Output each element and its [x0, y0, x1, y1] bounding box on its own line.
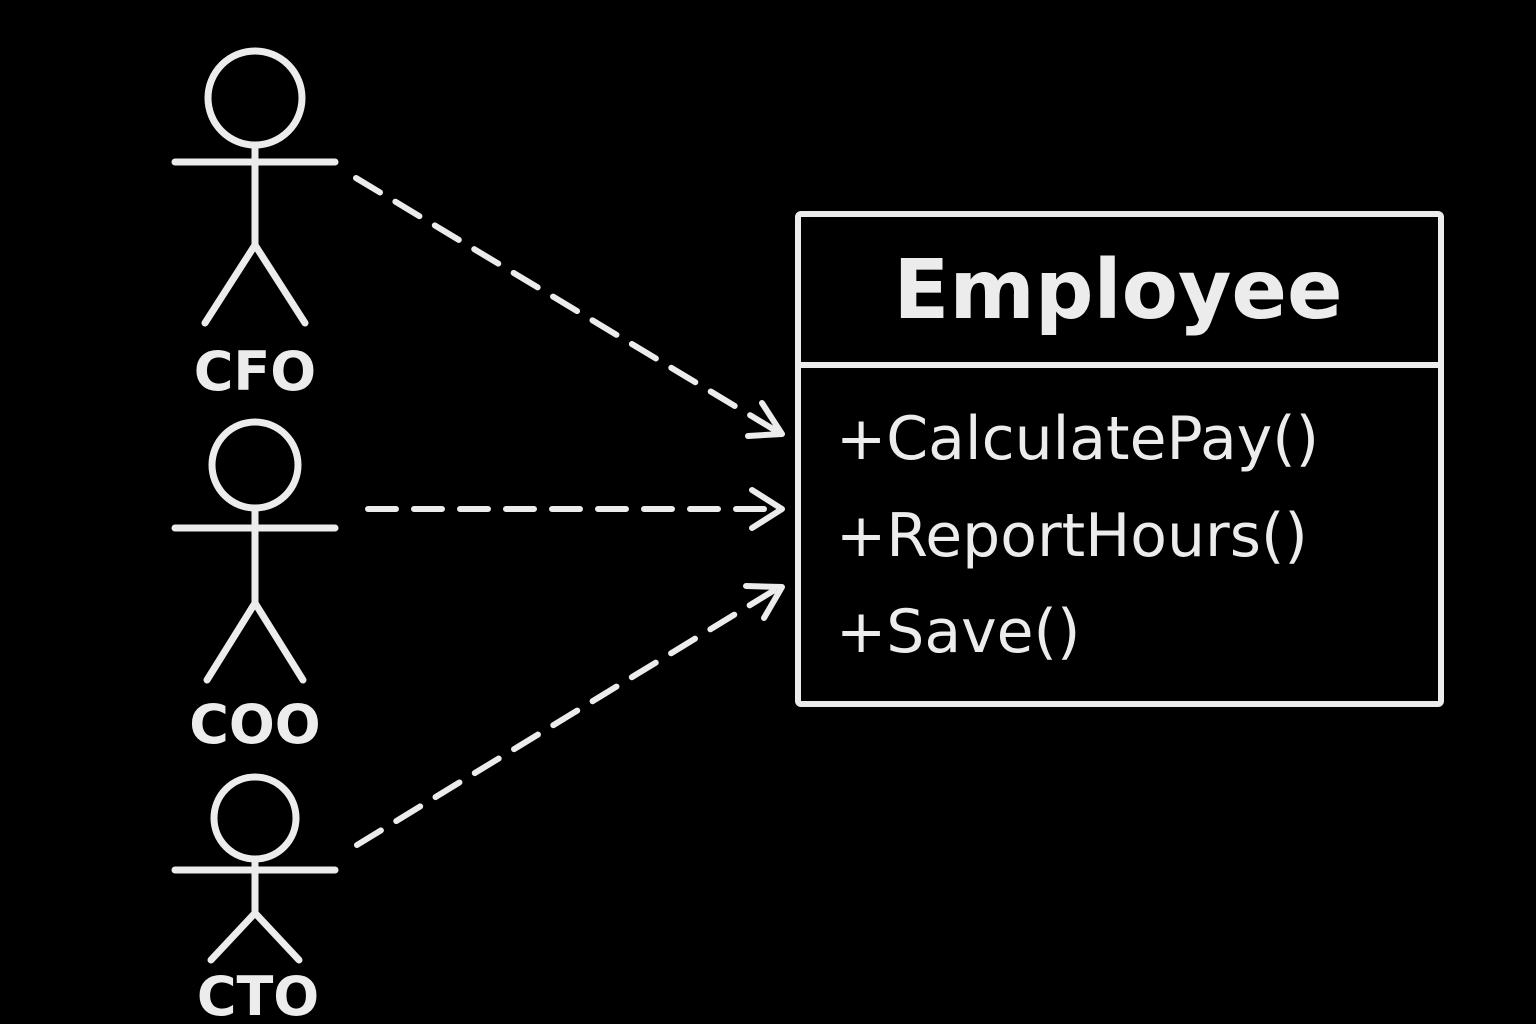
actor-cfo: CFO [171, 47, 339, 403]
class-method: +ReportHours() [836, 501, 1308, 571]
class-name: Employee [893, 243, 1342, 338]
actor-label-cto: CTO [197, 965, 319, 1024]
stick-figure-icon [171, 773, 339, 964]
stick-figure-icon [171, 47, 339, 327]
actor-cto: CTO [171, 773, 339, 1024]
open-arrowhead-icon [749, 487, 785, 531]
class-method: +CalculatePay() [836, 404, 1319, 474]
edge-cfo-employee [353, 175, 785, 439]
open-arrowhead-icon [745, 400, 785, 439]
edge-cto-employee [354, 583, 785, 848]
edge-coo-employee [365, 487, 785, 531]
class-employee: Employee +CalculatePay() +ReportHours() … [795, 211, 1444, 707]
actor-label-coo: COO [189, 693, 320, 756]
actor-coo: COO [171, 418, 339, 756]
class-method: +Save() [836, 597, 1080, 667]
actor-label-cfo: CFO [194, 340, 316, 403]
open-arrowhead-icon [743, 583, 785, 621]
class-box [795, 211, 1444, 707]
stick-figure-icon [171, 418, 339, 684]
